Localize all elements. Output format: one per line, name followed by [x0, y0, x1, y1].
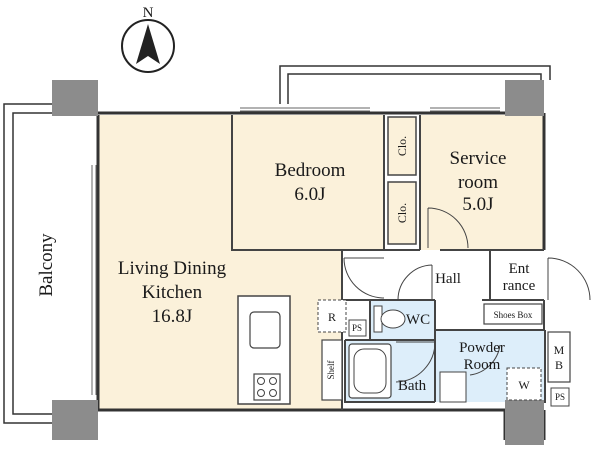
mb-line1: M: [554, 343, 565, 357]
ps-box-left: [348, 319, 367, 337]
mb-line2: B: [555, 358, 563, 372]
compass: N: [121, 5, 175, 73]
kitchen-counter: [237, 295, 291, 405]
powder-room-line2: Room: [464, 357, 501, 373]
sink-icon: [249, 311, 281, 349]
ps-left-label: PS: [352, 323, 362, 333]
burner-icon: [257, 389, 265, 397]
entrance-line1: Ent: [509, 261, 531, 277]
closet-lower: [387, 181, 417, 245]
bathtub-icon: [348, 343, 392, 399]
service-room-area: [420, 115, 544, 250]
meter-box: [547, 331, 571, 383]
column-top-right: [505, 80, 544, 116]
toilet-icon: [373, 305, 406, 333]
vanity-sink: [439, 371, 467, 403]
shelf-label: Shelf: [326, 360, 336, 379]
balcony-label: Balcony: [36, 233, 57, 297]
shoes-box: [483, 303, 543, 325]
ldk-label-line1: Living Dining: [118, 258, 227, 279]
structural-columns: [52, 80, 544, 445]
ldk-label-line2: Kitchen: [142, 282, 203, 303]
powder-room-line1: Powder: [459, 340, 505, 356]
washer-space: [506, 367, 542, 401]
bedroom-label: Bedroom: [275, 160, 346, 181]
closet-lower-label: Clo.: [395, 203, 409, 223]
fridge-label: R: [328, 310, 336, 324]
column-bottom-left: [52, 400, 98, 440]
interior-walls: [231, 115, 546, 410]
closet-upper: [387, 116, 417, 176]
burner-icon: [257, 377, 265, 385]
bedroom-area: [232, 115, 384, 250]
column-bottom-right: [505, 400, 544, 445]
shelf: [321, 339, 343, 401]
ps-right-label: PS: [555, 392, 565, 402]
door-swings: [343, 207, 591, 383]
closet-upper-label: Clo.: [395, 136, 409, 156]
service-room-line2: room: [458, 172, 498, 193]
stove-icon: [253, 373, 281, 401]
ps-box-right: [550, 387, 570, 407]
ldk-area: 16.8J: [152, 306, 193, 327]
compass-north-label: N: [143, 5, 154, 21]
top-balcony-outline: [279, 65, 551, 104]
wc-label: WC: [406, 312, 430, 328]
hall-label: Hall: [435, 271, 461, 287]
north-arrow-icon: [136, 24, 160, 64]
column-top-left: [52, 80, 98, 116]
washer-label: W: [518, 378, 530, 392]
fridge-space: [317, 299, 347, 333]
service-room-area-text: 5.0J: [462, 194, 493, 215]
shoes-box-label: Shoes Box: [494, 310, 533, 320]
burner-icon: [269, 389, 277, 397]
bath-label: Bath: [398, 378, 427, 394]
burner-icon: [269, 377, 277, 385]
balcony-outline: [3, 103, 52, 424]
service-room-line1: Service: [450, 148, 507, 169]
entrance-line2: rance: [503, 278, 536, 294]
windows: [91, 107, 500, 395]
bedroom-area-text: 6.0J: [294, 184, 325, 205]
